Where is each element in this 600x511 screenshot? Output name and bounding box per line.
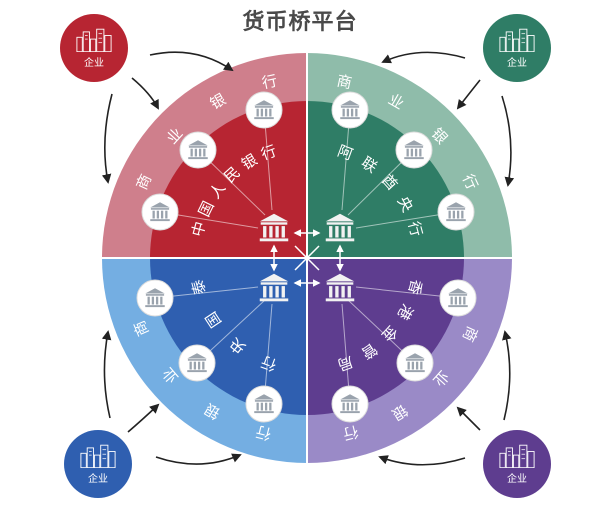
quadrant-inner-purple bbox=[307, 258, 464, 415]
center-links bbox=[270, 229, 344, 287]
commercial-bank-node bbox=[331, 385, 369, 423]
svg-text:局: 局 bbox=[335, 352, 355, 374]
enterprise-label: 企业 bbox=[84, 56, 104, 69]
svg-text:行: 行 bbox=[459, 171, 482, 192]
enterprise-node: 企业 bbox=[483, 14, 551, 82]
enterprise-node: 企业 bbox=[64, 430, 132, 498]
arrow-green-right bbox=[501, 95, 515, 187]
svg-text:行: 行 bbox=[259, 142, 279, 164]
svg-text:商: 商 bbox=[130, 318, 152, 339]
arrow-blue-bottom bbox=[155, 453, 242, 465]
enterprise-label: 企业 bbox=[507, 472, 527, 485]
arrow-purple-bottom bbox=[378, 455, 466, 466]
svg-text:商: 商 bbox=[133, 171, 156, 192]
enterprise-label: 企业 bbox=[507, 56, 527, 69]
arrow-green-top bbox=[381, 51, 466, 64]
svg-text:商: 商 bbox=[335, 72, 353, 93]
arrow-red-inner bbox=[131, 77, 159, 110]
svg-text:行: 行 bbox=[254, 422, 273, 443]
svg-text:阿: 阿 bbox=[335, 142, 355, 164]
svg-text:国: 国 bbox=[195, 198, 218, 219]
enterprise-node: 企业 bbox=[483, 430, 551, 498]
center-cross bbox=[294, 245, 320, 271]
commercial-bank-node bbox=[245, 385, 283, 423]
commercial-bank-node bbox=[136, 279, 174, 317]
arrow-green-inner bbox=[456, 79, 481, 110]
svg-text:泰: 泰 bbox=[188, 277, 209, 296]
quadrant-inner-blue bbox=[150, 258, 307, 415]
commercial-bank-node bbox=[396, 344, 434, 382]
svg-text:行: 行 bbox=[341, 422, 360, 443]
svg-text:行: 行 bbox=[259, 352, 279, 374]
svg-text:香: 香 bbox=[405, 277, 426, 296]
arrow-blue-left bbox=[101, 330, 112, 419]
enterprise-node: 企业 bbox=[60, 14, 128, 82]
svg-text:商: 商 bbox=[459, 323, 482, 344]
commercial-bank-node bbox=[178, 344, 216, 382]
enterprise-label: 企业 bbox=[88, 472, 108, 485]
commercial-bank-node bbox=[395, 131, 433, 169]
commercial-bank-node bbox=[331, 91, 369, 129]
svg-text:行: 行 bbox=[405, 219, 426, 238]
commercial-bank-node bbox=[141, 193, 179, 231]
commercial-bank-node bbox=[245, 91, 283, 129]
flow-arrows bbox=[101, 51, 515, 466]
commercial-bank-node bbox=[439, 279, 477, 317]
diagram-title: 货币桥平台 bbox=[242, 10, 358, 35]
arrow-purple-right bbox=[502, 330, 512, 421]
svg-text:行: 行 bbox=[260, 72, 278, 93]
commercial-bank-node bbox=[437, 193, 475, 231]
arrow-purple-inner bbox=[456, 406, 481, 431]
arrow-blue-inner bbox=[127, 403, 160, 433]
arrow-red-top bbox=[149, 51, 234, 72]
svg-text:中: 中 bbox=[188, 219, 209, 238]
arrow-red-left bbox=[101, 93, 113, 184]
commercial-bank-node bbox=[179, 131, 217, 169]
